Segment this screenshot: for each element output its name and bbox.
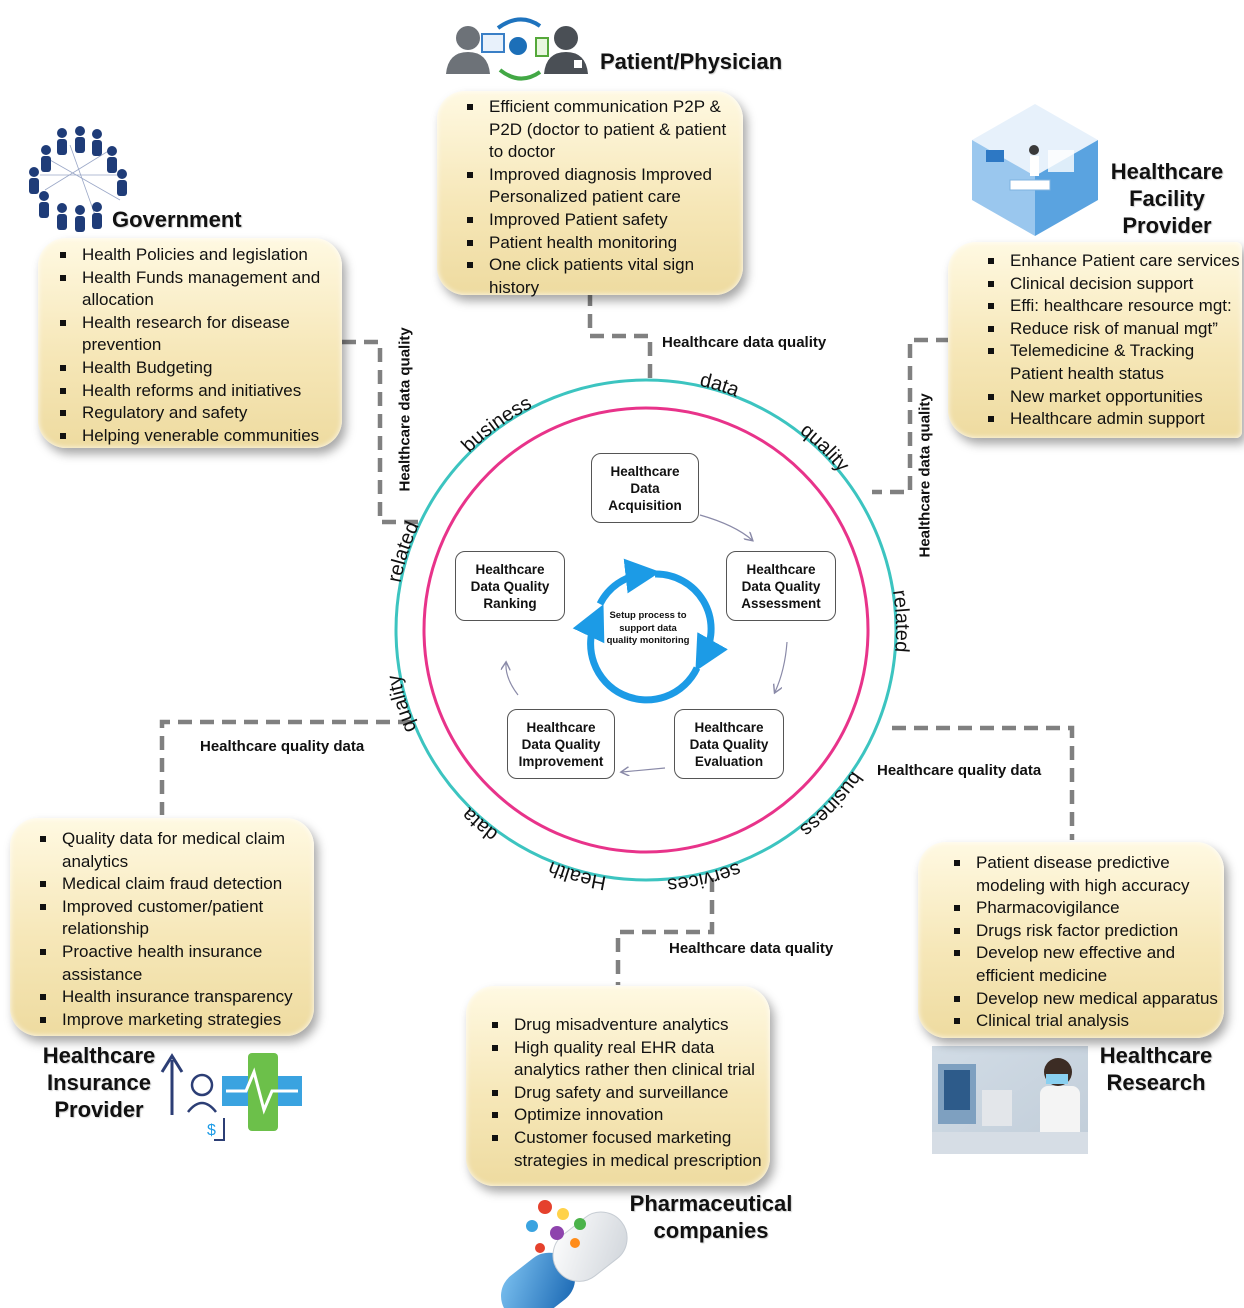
patient-physician-icon [446, 17, 588, 81]
svg-text:services: services [666, 858, 744, 896]
process-step-improvement: Healthcare Data Quality Improvement [507, 709, 615, 779]
list-item: Proactive health insurance assistance [32, 941, 308, 986]
people-network-icon [29, 126, 127, 232]
ring-word: data [457, 803, 502, 846]
list-item: High quality real EHR data analytics rat… [484, 1037, 764, 1082]
list-item: Health Policies and legislation [52, 244, 336, 267]
list-item: Patient health monitoring [459, 232, 735, 255]
list-item: Clinical trial analysis [946, 1010, 1224, 1033]
facility-benefits-box: Enhance Patient care services Clinical d… [948, 242, 1242, 438]
list-item: Improved diagnosis Improved Personalized… [459, 164, 735, 209]
list-item: Healthcare admin support [980, 408, 1242, 431]
list-item: Customer focused marketing strategies in… [484, 1127, 764, 1172]
list-item: Health insurance transparency [32, 986, 308, 1009]
ring-word: related [888, 588, 913, 653]
facility-title: Healthcare Facility Provider [1110, 159, 1224, 238]
list-item: Regulatory and safety [52, 402, 336, 425]
ring-word: services [666, 858, 744, 896]
connector-label-lower-right: Healthcare quality data [877, 762, 1042, 779]
patient-physician-title: Patient/Physician [600, 49, 783, 74]
list-item: Telemedicine & Tracking Patient health s… [980, 340, 1242, 385]
list-item: Optimize innovation [484, 1104, 764, 1127]
list-item: Health Budgeting [52, 357, 336, 380]
list-item: Improve marketing strategies [32, 1009, 308, 1032]
list-item: Improved customer/patient relationship [32, 896, 308, 941]
list-item: New market opportunities [980, 386, 1242, 409]
ring-word: related [384, 518, 424, 584]
list-item: Pharmacovigilance [946, 897, 1224, 920]
connector-label-bottom: Healthcare data quality [669, 940, 834, 957]
list-item: Enhance Patient care services [980, 250, 1242, 273]
ring-word: Health [545, 857, 608, 894]
process-step-assessment: Healthcare Data Quality Assessment [726, 551, 836, 621]
capsule-pills-icon [501, 1200, 628, 1308]
inner-ring [422, 406, 870, 854]
svg-text:related: related [888, 588, 913, 653]
process-arrows [506, 514, 788, 772]
list-item: Improved Patient safety [459, 209, 735, 232]
svg-text:quality: quality [383, 673, 421, 736]
process-step-evaluation: Healthcare Data Quality Evaluation [674, 709, 784, 779]
svg-text:Health: Health [545, 857, 608, 894]
government-title: Government [112, 207, 242, 232]
svg-text:business: business [457, 392, 535, 457]
list-item: Effi: healthcare resource mgt: [980, 295, 1242, 318]
hospital-room-icon [972, 104, 1098, 236]
connector-label-lower-left: Healthcare quality data [200, 738, 365, 755]
ring-word: quality [383, 673, 421, 736]
list-item: Health reforms and initiatives [52, 380, 336, 403]
connector-label-right: Healthcare data quality [916, 393, 934, 558]
list-item: Health research for disease prevention [52, 312, 336, 357]
insurance-benefits-box: Quality data for medical claim analytics… [10, 818, 314, 1036]
list-item: Drug safety and surveillance [484, 1082, 764, 1105]
government-benefits-box: Health Policies and legislation Health F… [38, 238, 342, 448]
outer-ring [394, 378, 898, 882]
svg-text:business: business [796, 768, 867, 841]
list-item: Helping venerable communities [52, 425, 336, 448]
connector-label-left: Healthcare data quality [396, 327, 414, 492]
research-title: Healthcare Research [1099, 1043, 1213, 1095]
dashed-connectors [159, 292, 1075, 985]
pharma-benefits-box: Drug misadventure analytics High quality… [466, 986, 770, 1186]
list-item: Patient disease predictive modeling with… [946, 852, 1224, 897]
insurance-title: Healthcare Insurance Provider [42, 1043, 156, 1122]
list-item: Quality data for medical claim analytics [32, 828, 308, 873]
list-item: Drugs risk factor prediction [946, 920, 1224, 943]
list-item: Reduce risk of manual mgt” [980, 318, 1242, 341]
list-item: Medical claim fraud detection [32, 873, 308, 896]
svg-text:data: data [698, 369, 743, 402]
connector-label-top: Healthcare data quality [662, 334, 827, 351]
cycle-caption: Setup process to support data quality mo… [606, 610, 690, 646]
pharma-title: Pharmaceutical companies [629, 1191, 793, 1243]
list-item: Efficient communication P2P & P2D (docto… [459, 96, 735, 164]
insurance-icon: $ [160, 1053, 302, 1141]
ring-word: business [457, 392, 535, 457]
svg-text:quality: quality [796, 419, 853, 476]
ring-word: quality [796, 419, 853, 476]
list-item: Clinical decision support [980, 273, 1242, 296]
svg-text:related: related [384, 518, 424, 584]
list-item: Develop new medical apparatus [946, 988, 1224, 1011]
list-item: Develop new effective and efficient medi… [946, 942, 1224, 987]
ring-word: business [796, 768, 867, 841]
research-benefits-box: Patient disease predictive modeling with… [918, 842, 1224, 1038]
process-step-ranking: Healthcare Data Quality Ranking [455, 551, 565, 621]
process-step-acquisition: Healthcare Data Acquisition [591, 453, 699, 523]
ring-word: data [698, 369, 743, 402]
laboratory-photo [932, 1046, 1088, 1154]
cycle-arrow [572, 558, 728, 704]
list-item: Drug misadventure analytics [484, 1014, 764, 1037]
svg-text:$: $ [207, 1122, 216, 1139]
list-item: Health Funds management and allocation [52, 267, 336, 312]
list-item: One click patients vital sign history [459, 254, 735, 299]
svg-text:data: data [457, 803, 502, 846]
patient-benefits-box: Efficient communication P2P & P2D (docto… [437, 91, 743, 297]
